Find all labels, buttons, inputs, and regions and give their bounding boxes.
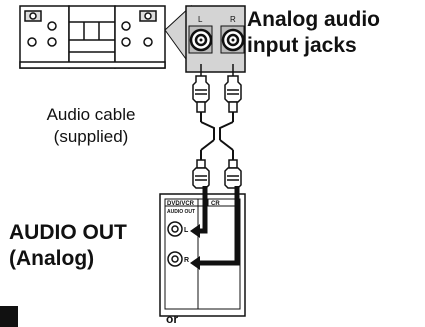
rca-jack-icon — [167, 221, 183, 237]
rca-jack-icon — [167, 251, 183, 267]
panel-section-left: DVD/VCR — [167, 201, 195, 207]
rca-plug-icon — [192, 64, 210, 113]
cable-label-line1: Audio cable — [46, 105, 136, 124]
cable-label-line2: (supplied) — [53, 127, 129, 146]
out-label-line1: AUDIO OUT — [9, 221, 127, 244]
stereo-system-icon — [19, 5, 166, 69]
or-label: or — [166, 312, 178, 326]
panel-jack-label-l: L — [184, 227, 189, 234]
rca-plug-icon — [224, 159, 242, 189]
connection-arrow-l — [190, 186, 208, 238]
panel-jack-label-r: R — [184, 257, 189, 264]
jack-label-r: R — [230, 15, 236, 24]
panel-audio-out-label: AUDIO OUT — [167, 209, 195, 215]
page-tab-marker — [0, 306, 18, 327]
audio-cable-label: Audio cable (supplied) — [30, 104, 152, 148]
jacks-label-line2: input jacks — [247, 34, 357, 57]
analog-audio-input-jacks-label: Analog audio input jacks — [247, 7, 380, 59]
rca-jack-icon — [188, 25, 213, 54]
panel-section-right: CR — [211, 201, 220, 207]
audio-cable — [200, 112, 234, 162]
rca-jack-icon — [220, 25, 245, 54]
audio-out-analog-label: AUDIO OUT (Analog) — [9, 220, 127, 272]
out-label-line2: (Analog) — [9, 247, 95, 270]
rca-plug-icon — [224, 64, 242, 113]
jack-label-l: L — [198, 15, 203, 24]
connection-arrow-r — [190, 186, 240, 270]
jacks-label-line1: Analog audio — [247, 8, 380, 31]
rca-plug-icon — [192, 159, 210, 189]
